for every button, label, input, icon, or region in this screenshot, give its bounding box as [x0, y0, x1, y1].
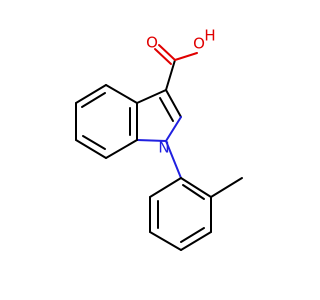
- bond-n1-aryl: [165, 140, 182, 179]
- atom-label-hydrogen: H: [204, 27, 215, 45]
- bond-c3-carboxyl: [165, 59, 176, 91]
- bond-c6-c7: [75, 139, 107, 159]
- bond-aryl-c1-c2-inner: [182, 184, 205, 200]
- bond-aryl-c6-c1: [149, 177, 182, 198]
- bond-c2-c3-inner: [159, 97, 174, 122]
- bond-aryl-c1-c2: [180, 177, 212, 198]
- bond-aryl-c3-c4: [180, 231, 212, 251]
- atom-label-nitrogen: N: [158, 139, 169, 157]
- bond-c4-c5: [75, 84, 107, 104]
- bond-c2-n1: [165, 116, 182, 142]
- bond-c3-c2: [165, 89, 182, 118]
- atom-label-oxygen-carbonyl: O: [146, 34, 158, 52]
- bond-c7-c7a: [105, 139, 138, 159]
- molecule-structure-diagram: O O H N: [75, 27, 243, 251]
- bond-c4-c5-inner: [81, 92, 106, 108]
- bond-c3a-c4: [105, 84, 138, 104]
- bond-carbonyl-outer: [158, 44, 176, 61]
- bond-aryl-c4-c5: [149, 231, 182, 251]
- bond-aryl-methyl: [210, 177, 243, 198]
- bond-c3-c3a: [136, 89, 167, 104]
- bond-aryl-c3-c4-inner: [180, 227, 205, 243]
- atom-label-oxygen-hydroxyl: O: [193, 35, 205, 53]
- bond-hydroxyl: [174, 52, 198, 61]
- bond-c6-c7-inner: [82, 135, 106, 150]
- bond-n1-c7a: [136, 139, 167, 142]
- bond-carbonyl-inner: [154, 48, 172, 65]
